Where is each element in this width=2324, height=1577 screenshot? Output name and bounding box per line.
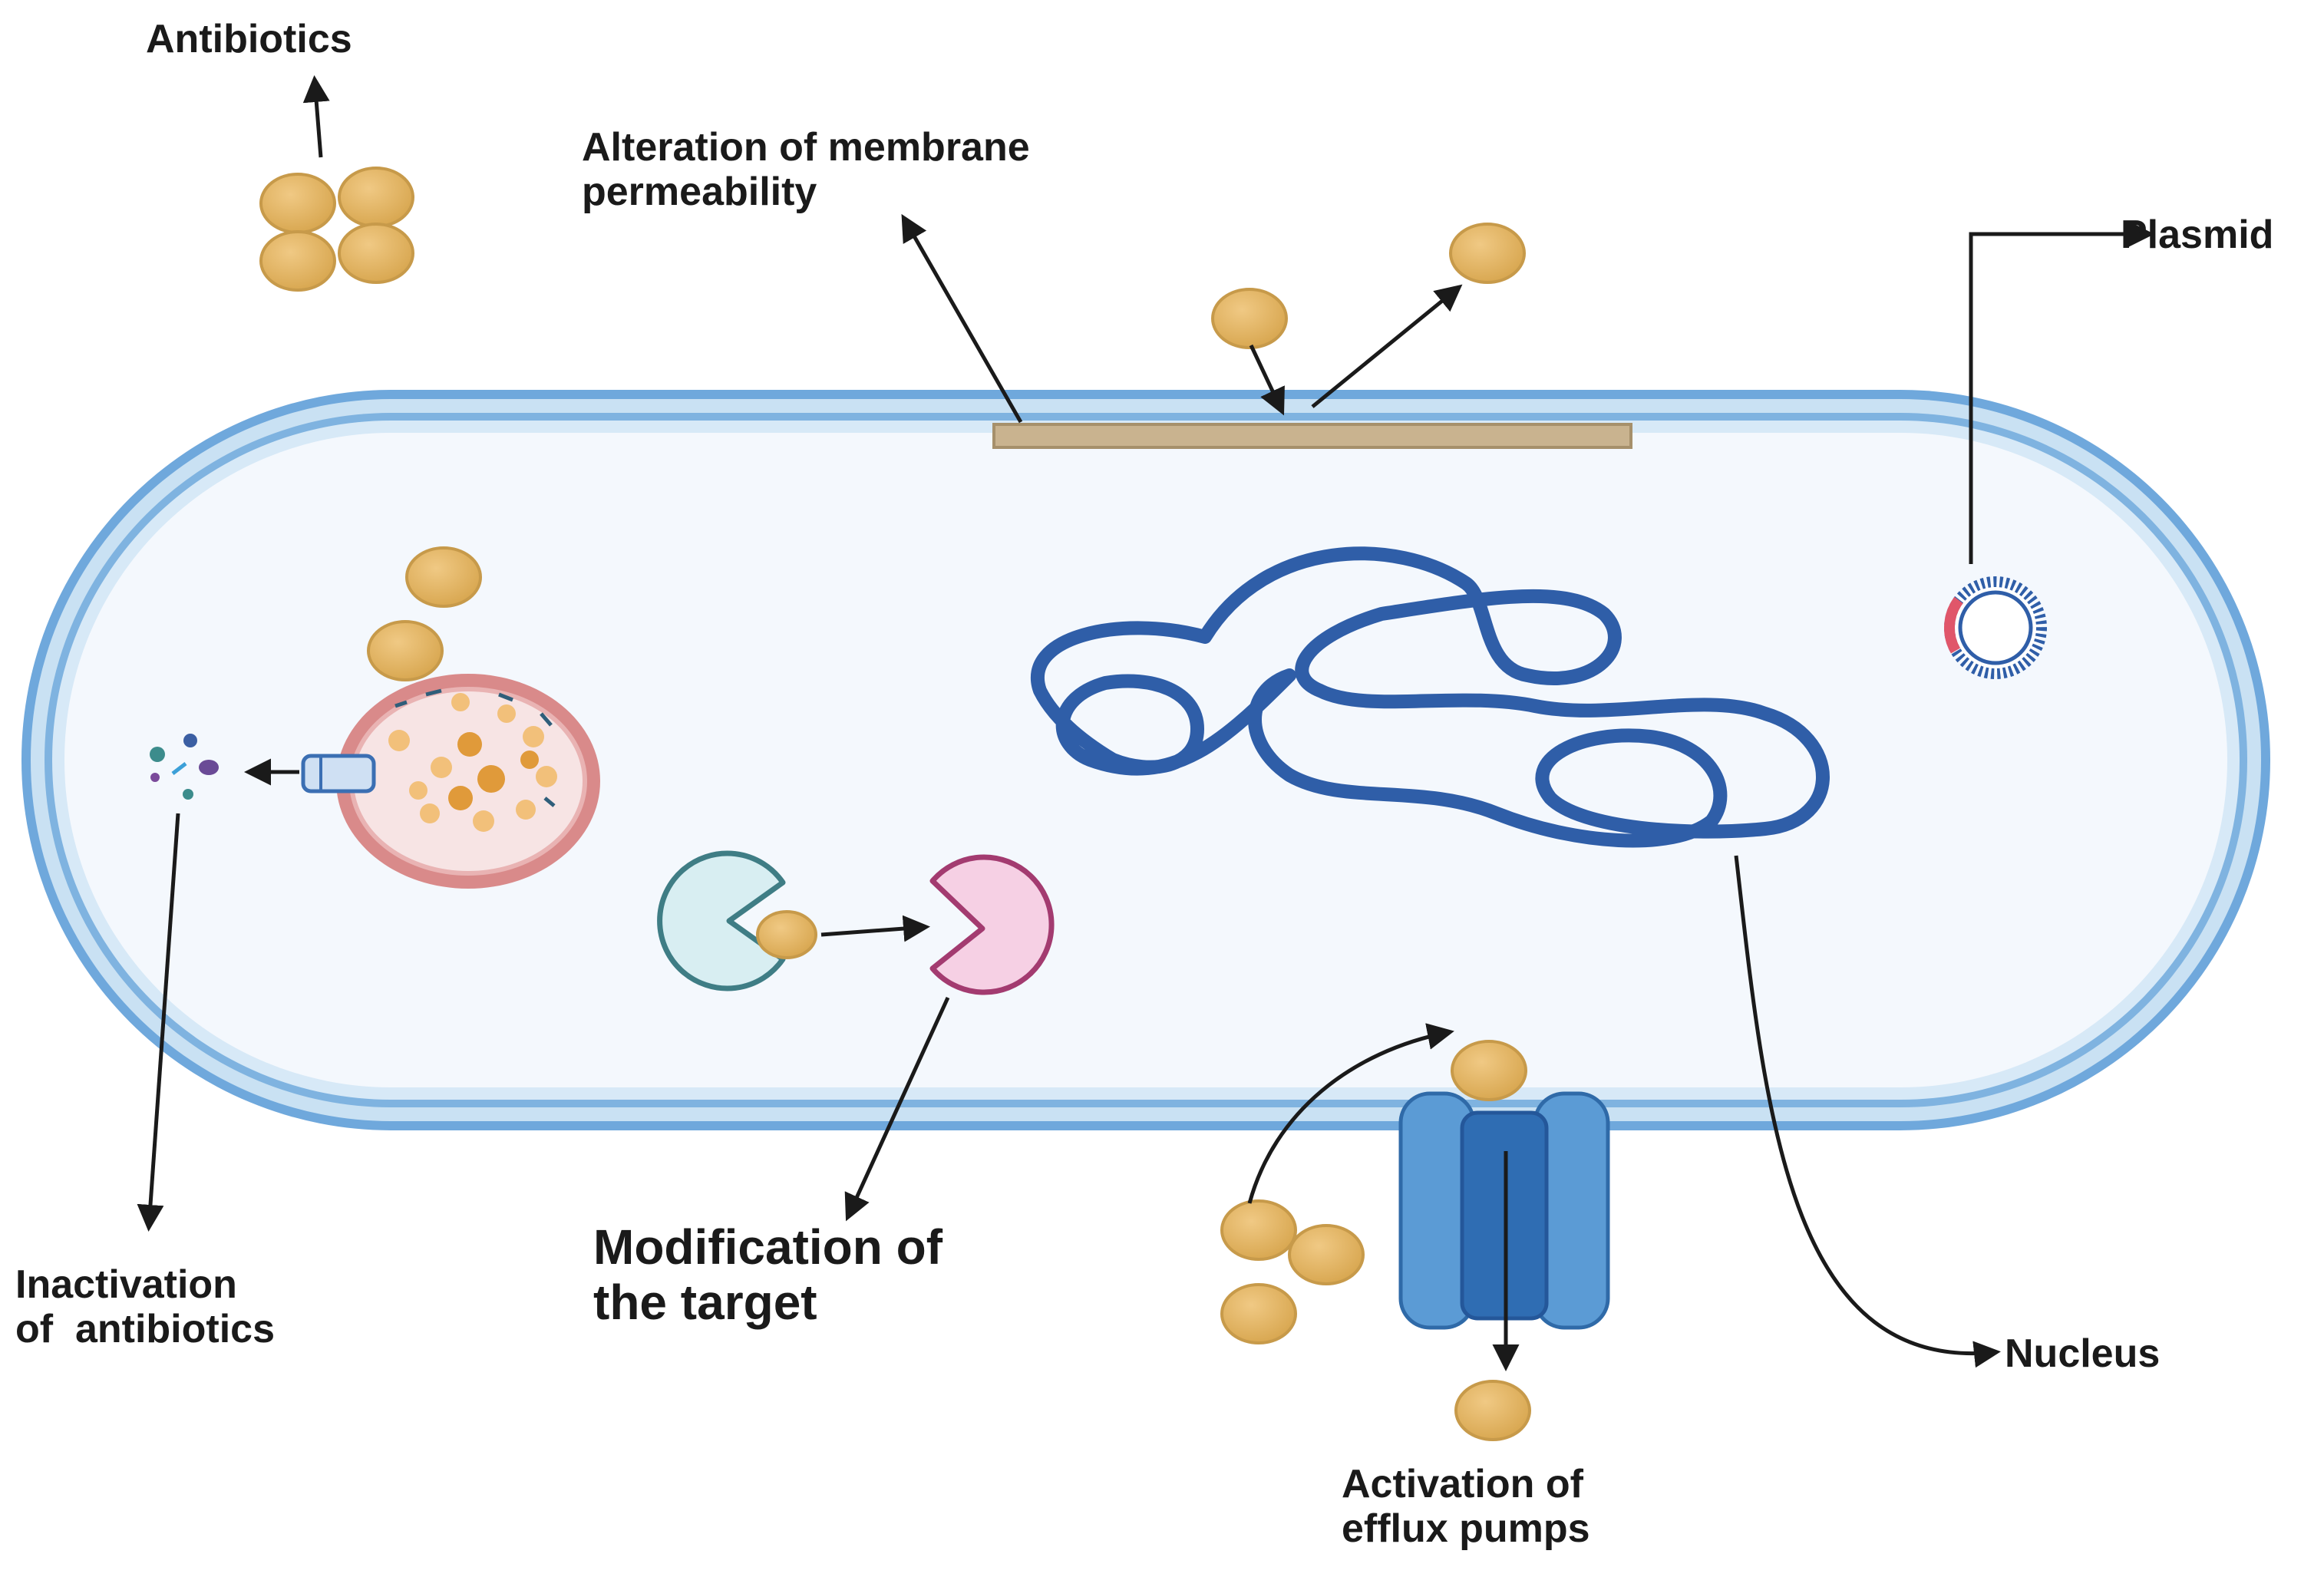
vesicle-fragment bbox=[543, 797, 556, 807]
label-antibiotics-text: Antibiotics bbox=[146, 17, 352, 61]
arrow-plasmid bbox=[1969, 220, 2154, 564]
arrow-modification bbox=[844, 996, 950, 1222]
label-modification: Modification of the target bbox=[593, 1219, 943, 1330]
vesicle-enzyme-dot bbox=[457, 732, 482, 757]
arrow-membrane-permeability bbox=[901, 213, 1023, 424]
arrow-antibiotics bbox=[302, 75, 330, 158]
antibiotic-molecule-icon bbox=[338, 223, 414, 284]
label-modification-line2: the target bbox=[593, 1274, 817, 1330]
vesicle-enzyme-dot bbox=[388, 730, 410, 751]
vesicle-enzyme-dot bbox=[431, 757, 452, 778]
label-efflux-line2: efflux pumps bbox=[1342, 1506, 1590, 1552]
vesicle-fragment bbox=[394, 700, 408, 708]
arrow-antibiotic-in bbox=[1249, 344, 1285, 416]
antibiotic-molecule-icon bbox=[1454, 1380, 1531, 1441]
arrow-efflux-in bbox=[1247, 1023, 1454, 1204]
vesicle-enzyme-dot bbox=[497, 704, 516, 723]
target-protein-modified bbox=[929, 854, 1055, 995]
vesicle-fragment bbox=[498, 692, 513, 702]
label-efflux-line1: Activation of bbox=[1342, 1462, 1583, 1506]
arrow-target-modify bbox=[820, 915, 930, 942]
antibiotic-molecule-icon bbox=[259, 230, 336, 292]
antibiotic-molecule-icon bbox=[756, 910, 817, 959]
antibiotic-molecule-icon bbox=[1220, 1283, 1297, 1344]
vesicle-channel bbox=[301, 754, 376, 793]
label-nucleus-text: Nucleus bbox=[2005, 1331, 2161, 1376]
vesicle-enzyme-dot bbox=[516, 800, 536, 820]
vesicle-enzyme-dot bbox=[451, 693, 470, 711]
target-protein-original bbox=[657, 850, 786, 991]
label-inactivation-line2: of antibiotics bbox=[15, 1307, 275, 1352]
vesicle-fragment bbox=[540, 712, 553, 727]
antibiotic-molecule-icon bbox=[1451, 1040, 1527, 1101]
vesicle-enzyme-dot bbox=[477, 765, 505, 793]
label-efflux: Activation of efflux pumps bbox=[1342, 1462, 1590, 1551]
arrow-inactivation bbox=[137, 813, 180, 1232]
label-membrane-permeability: Alteration of membrane permeability bbox=[582, 125, 1030, 214]
label-membrane-line1: Alteration of membrane bbox=[582, 125, 1030, 170]
label-plasmid: Plasmid bbox=[2121, 213, 2273, 257]
antibiotic-molecules bbox=[259, 167, 1531, 1441]
label-plasmid-text: Plasmid bbox=[2121, 213, 2274, 257]
cytoplasm bbox=[64, 433, 2227, 1087]
label-inactivation: Inactivation of antibiotics bbox=[15, 1262, 275, 1351]
plasmid-icon bbox=[1944, 576, 2048, 679]
altered-membrane-patch bbox=[992, 423, 1632, 449]
vesicle-enzyme-dot bbox=[536, 766, 557, 787]
label-modification-line1: Modification of bbox=[593, 1219, 943, 1275]
label-membrane-line2: permeability bbox=[582, 170, 817, 215]
chromosome-icon bbox=[1031, 546, 1830, 848]
vesicle-enzyme-dot bbox=[473, 810, 494, 832]
antibiotic-molecule-icon bbox=[1449, 223, 1526, 284]
arrow-nucleus bbox=[1734, 855, 2001, 1368]
vesicle-enzyme-dot bbox=[409, 781, 427, 800]
antibiotic-molecule-icon bbox=[405, 546, 482, 608]
antibiotic-molecule-icon bbox=[1211, 288, 1288, 349]
vesicle-enzyme-dot bbox=[523, 726, 544, 747]
arrows bbox=[137, 75, 2154, 1371]
bacterial-cell bbox=[21, 390, 2270, 1130]
label-antibiotics: Antibiotics bbox=[146, 17, 352, 61]
label-inactivation-line1: Inactivation bbox=[15, 1262, 237, 1307]
vesicle-fragment bbox=[425, 688, 442, 697]
label-nucleus: Nucleus bbox=[2005, 1331, 2160, 1376]
antibiotic-molecule-icon bbox=[259, 173, 336, 234]
antibiotic-molecule-icon bbox=[1220, 1199, 1297, 1261]
antibiotic-molecule-icon bbox=[338, 167, 414, 228]
enzyme-vesicle-icon bbox=[301, 674, 600, 889]
arrow-antibiotic-out bbox=[1311, 284, 1463, 408]
antibiotic-molecule-icon bbox=[1288, 1224, 1365, 1285]
vesicle-enzyme-dot bbox=[448, 786, 473, 810]
vesicle-enzyme-dot bbox=[520, 751, 539, 769]
antibiotic-molecule-icon bbox=[367, 620, 444, 681]
inactivated-fragments bbox=[150, 734, 219, 800]
vesicle-enzyme-dot bbox=[420, 803, 440, 823]
